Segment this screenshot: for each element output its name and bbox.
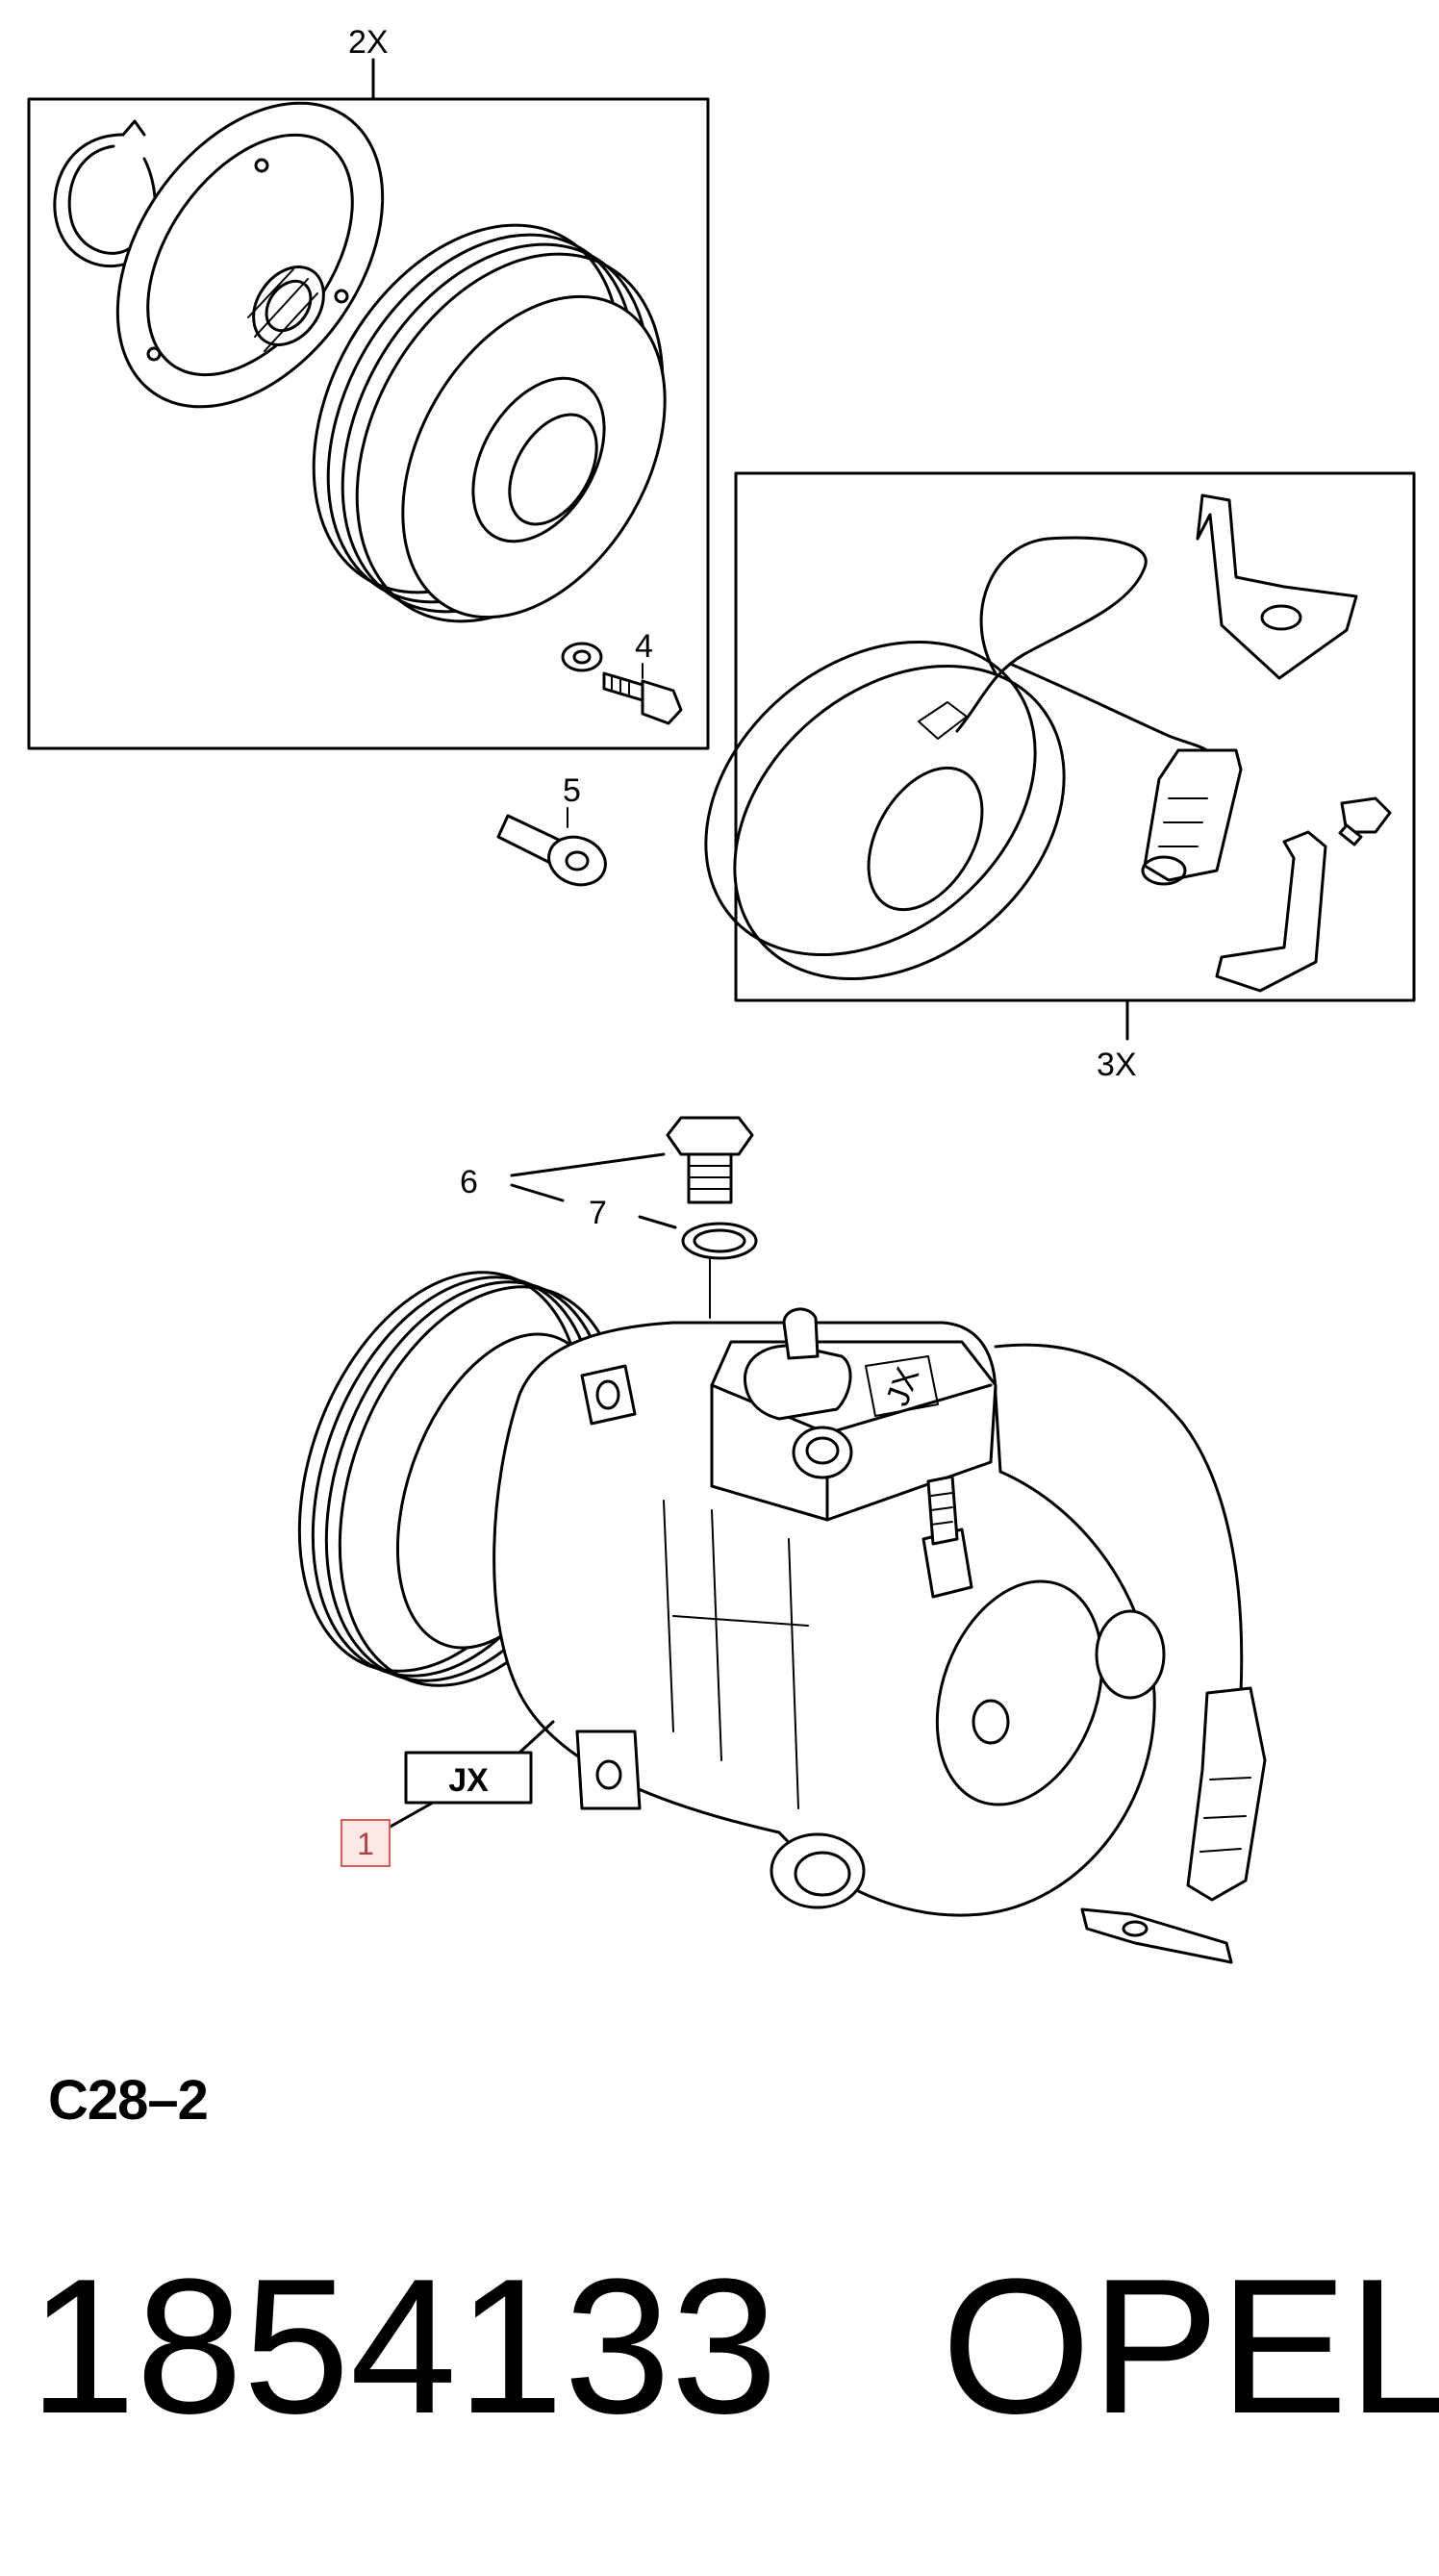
item-highlight-box[interactable] xyxy=(341,1819,391,1867)
brand-name: OPEL xyxy=(941,2239,1439,2454)
clutch-group-qty-label: 2X xyxy=(348,24,389,61)
small-screw-drawing xyxy=(1338,796,1392,846)
screw-item-number: 5 xyxy=(563,772,581,809)
compressor-code-callout: JX xyxy=(378,1720,555,1834)
plug-item-number: 6 xyxy=(460,1164,478,1200)
coil-group-qty-label: 3X xyxy=(1097,1047,1137,1083)
field-coil-group: 3X xyxy=(704,471,1416,1083)
bolt-item-number: 4 xyxy=(635,628,653,665)
diagram-code: C28–2 xyxy=(48,2069,209,2132)
compressor-item-number[interactable]: 1 xyxy=(357,1827,374,1861)
compressor-code-box xyxy=(404,1751,533,1805)
compressor-code-label: JX xyxy=(448,1762,489,1799)
compressor-drawing: JX xyxy=(297,1271,1267,1964)
bolt-drawing xyxy=(561,642,683,725)
coil-wire-drawing xyxy=(955,536,1243,886)
compressor-item-callout[interactable]: 1 xyxy=(341,1819,391,1867)
pulley-drawing xyxy=(312,223,667,623)
clutch-assembly-group: 2X xyxy=(27,24,710,750)
clutch-assembly-frame xyxy=(27,97,710,750)
field-coil-frame xyxy=(734,471,1416,1002)
upper-bracket-drawing xyxy=(1196,493,1358,680)
field-coil-drawing xyxy=(704,640,1066,981)
lower-bracket-drawing xyxy=(1215,830,1327,993)
clutch-plate-drawing xyxy=(115,101,385,409)
plug-and-seal-group: 6 7 xyxy=(460,1116,758,1319)
part-number: 1854133 xyxy=(29,2239,778,2454)
screw-group: 5 xyxy=(496,772,607,887)
seal-ring-item-number: 7 xyxy=(589,1195,607,1231)
